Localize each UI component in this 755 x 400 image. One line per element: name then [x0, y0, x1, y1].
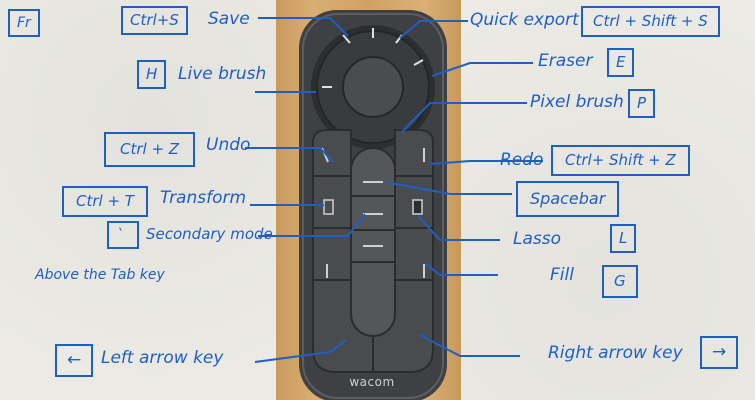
label-above-tab: Above the Tab key	[35, 267, 165, 283]
lasso-mark	[412, 199, 423, 215]
label-quick-export: Quick export	[470, 10, 579, 30]
key-backtick: `	[107, 221, 139, 249]
line-eraser	[431, 62, 533, 77]
key-spacebar: Spacebar	[516, 181, 620, 217]
corner-key: Fr	[8, 9, 40, 37]
line-left-arrow	[254, 339, 347, 363]
line-redo	[429, 160, 543, 165]
key-p: P	[628, 89, 656, 118]
key-g: G	[602, 265, 638, 298]
key-ctrl-shift-z: Ctrl+ Shift + Z	[551, 145, 690, 176]
transform-mark	[323, 199, 334, 215]
line-undo	[245, 147, 334, 163]
label-undo: Undo	[206, 135, 251, 155]
label-left-arrow: Left arrow key	[101, 348, 224, 368]
key-right-arrow: →	[700, 336, 739, 369]
key-ctrl-t: Ctrl + T	[62, 186, 148, 217]
line-fill	[425, 263, 498, 276]
key-ctrl-z: Ctrl + Z	[104, 132, 196, 167]
label-eraser: Eraser	[538, 51, 593, 71]
key-ctrl-shift-s: Ctrl + Shift + S	[581, 6, 720, 37]
key-undo	[312, 129, 352, 177]
label-fill: Fill	[550, 265, 574, 285]
device-brand: wacom	[349, 375, 395, 389]
key-fill	[394, 227, 434, 281]
line-lasso	[417, 215, 500, 241]
center-button	[342, 56, 404, 118]
line-spacebar	[384, 181, 512, 195]
key-h: H	[137, 60, 167, 89]
line-secondary-mode	[258, 213, 366, 237]
label-right-arrow: Right arrow key	[548, 343, 683, 363]
key-left-arrow: ←	[55, 344, 94, 377]
label-secondary-mode: Secondary mode	[146, 225, 273, 243]
label-transform: Transform	[160, 188, 247, 208]
key-e: E	[607, 48, 635, 77]
ring-tick-eraser	[413, 59, 424, 66]
label-lasso: Lasso	[513, 229, 562, 249]
label-redo: Redo	[500, 150, 544, 170]
label-save: Save	[208, 9, 250, 29]
key-ctrl-s: Ctrl+S	[121, 6, 188, 35]
key-redo	[394, 129, 434, 177]
line-pixel-brush	[401, 102, 527, 133]
line-right-arrow	[419, 334, 520, 357]
key-l: L	[610, 224, 637, 253]
label-pixel-brush: Pixel brush	[530, 92, 624, 112]
key-transform	[312, 175, 352, 229]
line-quick-export	[399, 20, 468, 39]
ring-tick-save	[342, 34, 351, 44]
label-live-brush: Live brush	[178, 64, 267, 84]
line-save	[258, 17, 349, 37]
